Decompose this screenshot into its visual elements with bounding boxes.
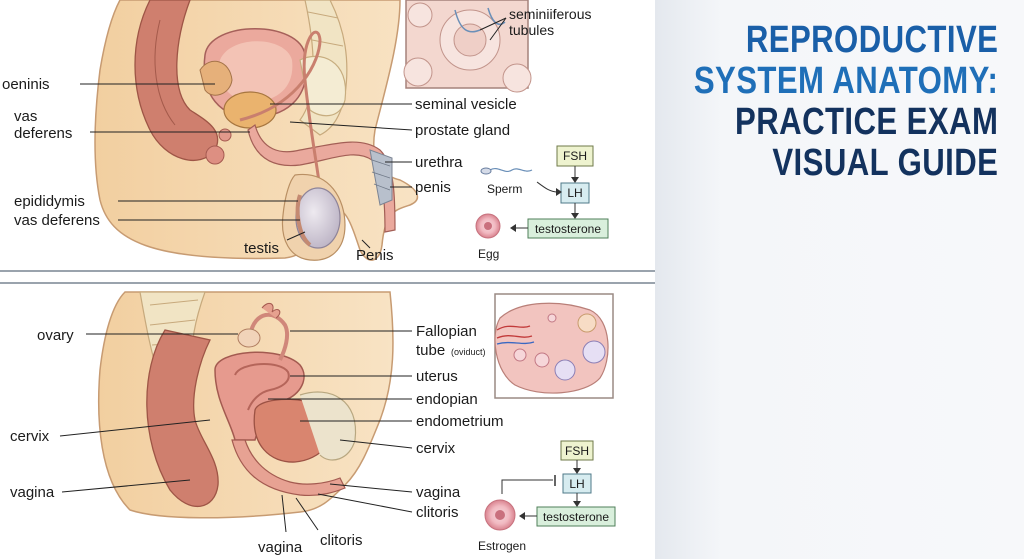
section-divider	[0, 270, 655, 284]
testosterone-label: testosterone	[535, 222, 601, 236]
label-oeninis: oeninis	[2, 76, 50, 93]
male-anatomy: FSH LH testosterone Sperm Egg	[2, 0, 609, 264]
title-panel: REPRODUCTIVE SYSTEM ANATOMY: PRACTICE EX…	[655, 0, 1024, 559]
lh-label-female: LH	[569, 477, 584, 491]
title-line-3: PRACTICE EXAM	[734, 101, 998, 143]
female-hormone-diagram: FSH LH testosterone Estrogen	[478, 440, 616, 553]
label-vagina-right: vagina	[416, 484, 461, 501]
epididymis-shape	[295, 194, 312, 247]
anatomy-panel: FSH LH testosterone Sperm Egg	[0, 0, 655, 556]
label-deferens: deferens	[14, 125, 72, 142]
label-vas: vas	[14, 108, 37, 125]
label-clitoris-right: clitoris	[416, 504, 459, 521]
female-leader-lines	[59, 330, 413, 533]
female-rectum	[146, 329, 219, 507]
label-uterus: uterus	[416, 368, 458, 385]
penis-shape	[247, 124, 396, 233]
egg-label: Egg	[478, 247, 499, 261]
estrogen-label: Estrogen	[478, 539, 526, 553]
seminal-vesicle-shape	[199, 60, 233, 96]
label-endometrium: endometrium	[416, 413, 504, 430]
tissue-lump-2	[218, 128, 232, 142]
male-leader-lines	[80, 17, 507, 249]
label-tubules: tubules	[509, 22, 554, 38]
rectum-fold	[154, 19, 176, 126]
label-ovary: ovary	[37, 327, 74, 344]
label-vas-deferens: vas deferens	[14, 212, 100, 229]
sperm-head	[480, 167, 492, 175]
label-fallopian: Fallopian	[416, 323, 477, 340]
tissue-lump	[205, 145, 225, 165]
seminiferous-inset	[403, 0, 532, 93]
title-line-4: VISUAL GUIDE	[772, 142, 998, 184]
page-title: REPRODUCTIVE SYSTEM ANATOMY: PRACTICE EX…	[694, 20, 998, 184]
urethra-ridges	[371, 159, 391, 191]
label-vagina-left: vagina	[10, 484, 55, 501]
label-urethra: urethra	[415, 154, 463, 171]
pubic-bone-female	[299, 391, 357, 461]
testosterone-label-female: testosterone	[543, 510, 609, 524]
label-oviduct: (oviduct)	[451, 347, 486, 357]
label-testis: testis	[244, 240, 279, 257]
urethra-shape	[369, 149, 393, 206]
label-seminal-vesicle: seminal vesicle	[415, 96, 517, 113]
label-cervix-right: cervix	[416, 440, 456, 457]
fimbriae	[261, 302, 281, 319]
fallopian-tube-shape	[248, 312, 290, 361]
label-clitoris-bottom: clitoris	[320, 532, 363, 549]
sperm-tail	[489, 167, 533, 173]
sacrum-segments	[307, 11, 344, 101]
title-line-2: SYSTEM ANATOMY:	[693, 60, 998, 102]
label-cervix-left: cervix	[10, 428, 50, 445]
anatomy-diagram: FSH LH testosterone Sperm Egg	[2, 0, 616, 556]
title-line-1: REPRODUCTIVE	[745, 19, 998, 61]
label-penis-bottom: Penis	[356, 247, 394, 264]
female-sacrum-segments	[149, 299, 199, 366]
fsh-label: FSH	[563, 149, 587, 163]
male-hormone-diagram: FSH LH testosterone Sperm Egg	[475, 145, 609, 261]
vagina-shape	[231, 439, 346, 497]
ovary-shape	[237, 328, 261, 348]
label-vagina-bottom: vagina	[258, 539, 303, 556]
label-prostate-gland: prostate gland	[415, 122, 510, 139]
fsh-label-female: FSH	[565, 444, 589, 458]
vas-deferens-tube	[239, 30, 322, 191]
ovary-inset	[494, 293, 614, 399]
label-penis-right: penis	[415, 179, 451, 196]
bladder-inner	[219, 41, 293, 102]
uterus-cavity	[234, 363, 290, 411]
female-anatomy: FSH LH testosterone Estrogen	[10, 291, 616, 556]
label-seminiferous: seminiiferous	[509, 6, 591, 22]
testis-shape	[295, 187, 341, 249]
lh-label: LH	[567, 186, 582, 200]
label-tube: tube	[416, 342, 445, 359]
sperm-label: Sperm	[487, 182, 522, 196]
label-epididymis: epididymis	[14, 193, 85, 210]
label-endopian: endopian	[416, 391, 478, 408]
